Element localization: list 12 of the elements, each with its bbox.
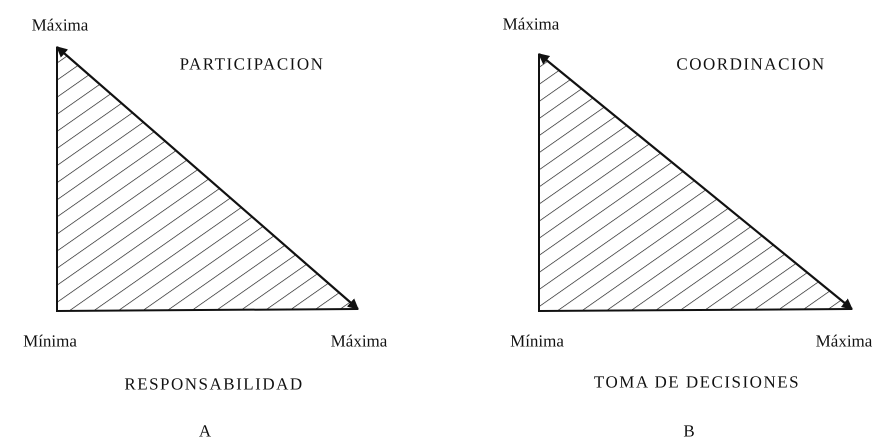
scale-label: Mínima xyxy=(23,332,77,352)
axis-title: COORDINACION xyxy=(676,56,826,74)
scale-label: Máxima xyxy=(502,16,560,34)
scale-label: Máxima xyxy=(32,16,88,36)
scale-label: Mínima xyxy=(510,332,564,352)
axis-title: RESPONSABILIDAD xyxy=(124,376,304,394)
panel-label: B xyxy=(683,422,695,442)
scale-label: Máxima xyxy=(816,332,872,352)
axis-title: TOMA DE DECISIONES xyxy=(594,374,800,392)
panel-label: A xyxy=(198,422,212,442)
axis-title: PARTICIPACION xyxy=(180,56,324,74)
scale-label: Máxima xyxy=(330,332,388,352)
